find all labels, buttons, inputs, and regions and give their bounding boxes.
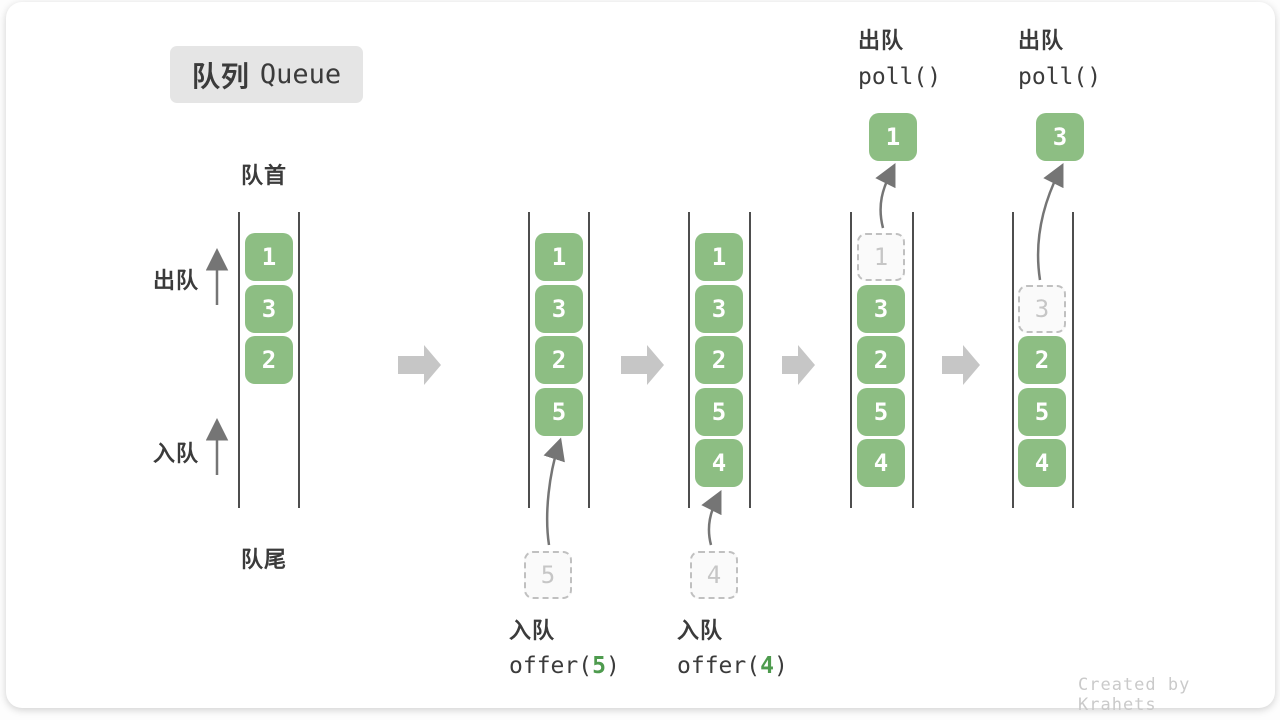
queue-wall <box>749 212 751 508</box>
queue-cell: 5 <box>535 388 583 436</box>
queue-cell: 2 <box>857 336 905 384</box>
popped-element: 1 <box>869 113 917 161</box>
queue-cell: 3 <box>695 285 743 333</box>
queue-cell: 2 <box>695 336 743 384</box>
enqueue-op-code: offer(4) <box>677 655 788 678</box>
queue-wall <box>688 212 690 508</box>
queue-cell: 2 <box>535 336 583 384</box>
removed-element: 1 <box>857 233 905 281</box>
code-arg: 5 <box>592 653 606 679</box>
incoming-element: 5 <box>524 551 572 599</box>
dequeue-op-label: 出队 <box>1018 28 1065 53</box>
popped-element: 3 <box>1036 113 1084 161</box>
dequeue-op-code: poll() <box>1018 64 1102 90</box>
removed-element: 3 <box>1018 285 1066 333</box>
title-badge: 队列 Queue <box>170 46 363 103</box>
queue-wall <box>912 212 914 508</box>
incoming-element: 4 <box>690 551 738 599</box>
queue-cell: 5 <box>857 388 905 436</box>
enqueue-op-code: offer(5) <box>509 655 620 678</box>
dequeue-side-label: 出队 <box>153 268 200 293</box>
code-post: ) <box>773 653 788 679</box>
queue-cell: 4 <box>1018 439 1066 487</box>
queue-rear-label: 队尾 <box>241 547 288 572</box>
queue-wall <box>238 212 240 508</box>
title-cjk: 队列 <box>191 60 250 92</box>
queue-cell: 3 <box>857 285 905 333</box>
watermark: Created by Krahets <box>1078 675 1191 715</box>
queue-cell: 5 <box>695 388 743 436</box>
queue-cell: 5 <box>1018 388 1066 436</box>
queue-wall <box>850 212 852 508</box>
queue-wall <box>1012 212 1014 508</box>
queue-wall <box>528 212 530 508</box>
queue-cell: 4 <box>695 439 743 487</box>
dequeue-op-code: poll() <box>858 64 942 90</box>
queue-cell: 1 <box>695 233 743 281</box>
queue-wall <box>298 212 300 508</box>
queue-cell: 1 <box>535 233 583 281</box>
queue-cell: 2 <box>245 336 293 384</box>
queue-cell: 3 <box>245 285 293 333</box>
title-latin: Queue <box>259 59 342 90</box>
queue-wall <box>588 212 590 508</box>
code-arg: 4 <box>760 653 774 679</box>
enqueue-side-label: 入队 <box>153 441 200 466</box>
enqueue-op-label: 入队 <box>677 618 724 643</box>
queue-cell: 2 <box>1018 336 1066 384</box>
code-post: ) <box>605 653 620 679</box>
queue-front-label: 队首 <box>241 163 288 188</box>
code-pre: offer( <box>677 653 761 679</box>
code-pre: offer( <box>509 653 593 679</box>
queue-cell: 4 <box>857 439 905 487</box>
diagram-card <box>6 2 1275 708</box>
queue-cell: 3 <box>535 285 583 333</box>
queue-cell: 1 <box>245 233 293 281</box>
enqueue-op-label: 入队 <box>509 618 556 643</box>
dequeue-op-label: 出队 <box>858 28 905 53</box>
queue-wall <box>1072 212 1074 508</box>
